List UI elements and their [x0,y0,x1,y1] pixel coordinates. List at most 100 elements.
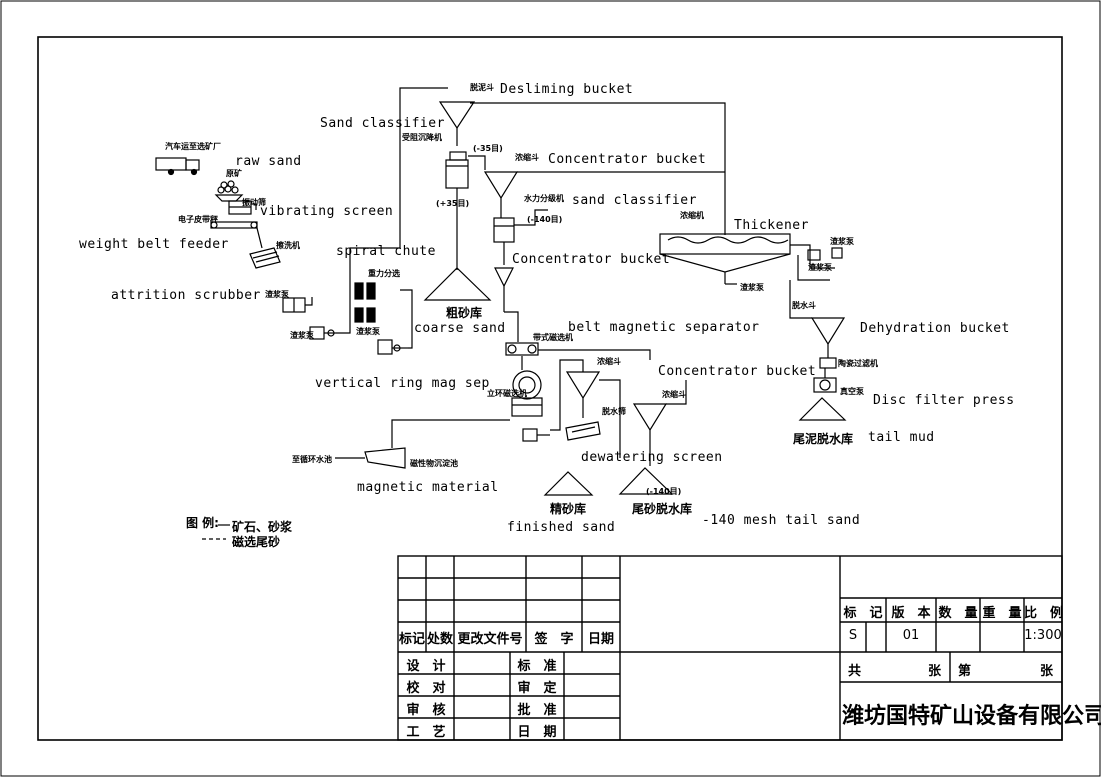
revision-header-sign: 签 字 [534,632,574,647]
flow-line [336,87,448,334]
tail-sand-pile-icon [618,467,674,495]
cn-label-thickener-box: 浓缩机 [680,211,704,220]
hydraulic-classifier-icon [493,217,515,265]
label-attrition-scrubber: attrition scrubber [111,288,261,303]
label-thickener: Thickener [734,218,809,233]
cn-label-pump-3: 渣浆泵 [808,263,832,272]
hindered-settler-icon [445,151,469,189]
gravity-tank-icon [282,297,313,313]
spec-header-quantity: 数 量 [938,606,978,621]
sheet-unit-2: 张 [1040,664,1054,679]
cn-label-minus140-b: (-140目) [646,487,682,496]
cn-label-concentrator-bucket: 浓缩斗 [515,153,539,162]
thickener-icon [659,233,791,284]
label-concentrator-bucket-3: Concentrator bucket [658,364,817,379]
revision-header-mark: 标记 [398,632,425,647]
cn-label-hydro-classifier: 水力分级机 [524,194,564,203]
vibrating-screen-icon [228,200,257,215]
label-disc-filter-press: Disc filter press [873,393,1015,408]
spec-header-scale: 比 例 [1024,606,1064,621]
revision-header-count: 处数 [426,632,453,647]
dehydration-bucket-icon [810,317,846,358]
cn-label-finished-sand-store: 精砂库 [550,502,587,516]
slurry-pump-2-icon [377,339,408,355]
label-concentrator-bucket-1: Concentrator bucket [548,152,707,167]
cn-label-minus35: (-35目) [473,144,503,153]
sheet-no-label: 第 [958,664,972,679]
cn-label-gravity-sep: 重力分选 [368,269,400,278]
cn-label-magnetic-pool: 磁性物沉淀池 [410,459,458,468]
label-dewatering-screen: dewatering screen [581,450,723,465]
concentrator-bucket-2-icon [494,267,514,312]
cn-label-belt-scale: 电子皮带秤 [178,215,218,224]
cn-label-slurry-pump-3: 渣浆泵 [356,327,380,336]
cn-label-tail-sand-store: 尾砂脱水库 [632,502,693,516]
coarse-sand-pile-icon [423,267,492,301]
cn-label-concentrator-bucket-3: 浓缩斗 [662,390,686,399]
spec-value-mark: S [848,628,858,643]
legend-solid-label: 矿石、砂浆 [232,520,293,534]
cn-label-concentrator-bucket-2: 浓缩斗 [597,357,621,366]
spec-value-scale: 1:300 [1024,628,1062,643]
legend-dashed-label: 磁选尾砂 [232,535,281,549]
role-approve-set: 审 定 [517,681,557,696]
legend-title: 图 例: [186,516,219,530]
cn-label-tail-mud-store: 尾泥脱水库 [793,432,854,446]
role-review: 审 核 [406,703,446,718]
label-spiral-chute: spiral chute [336,244,436,259]
cn-label-dewatering-screen: 脱水筛 [602,407,626,416]
company-name: 潍坊国特矿山设备有限公司 [842,704,1101,729]
label-weight-belt-feeder: weight belt feeder [79,237,229,252]
cn-label-minus140: (-140目) [527,215,563,224]
belt-scale-icon [210,221,258,229]
label-desliming-bucket: Desliming bucket [500,82,634,97]
cn-label-dehydration-bucket: 脱水斗 [792,301,816,310]
raw-ore-pile-icon [214,180,244,202]
role-check: 校 对 [406,681,446,696]
cn-label-belt-mag: 带式磁选机 [533,333,573,342]
role-design: 设 计 [406,659,446,674]
desliming-bucket-icon [438,101,476,146]
concentrator-bucket-4-icon [632,403,668,466]
dewatering-screen-icon [565,421,601,441]
cn-label-coarse-sand-store: 粗砂库 [446,306,483,320]
cn-label-recycle-pool: 至循环水池 [292,455,332,464]
label-raw-sand: raw sand [235,154,302,169]
concentrator-bucket-1-icon [483,171,519,218]
title-block [397,555,1063,741]
cn-label-ring-mag: 立环磁选机 [487,389,527,398]
truck-icon [155,157,200,176]
label-finished-sand: finished sand [507,520,616,535]
revision-header-doc: 更改文件号 [457,632,523,647]
control-box-icon [807,247,843,261]
cn-label-vibrating-screen: 振动筛 [242,198,266,207]
slurry-pump-3-icon [522,428,550,442]
label-magnetic-material: magnetic material [357,480,499,495]
spec-value-version: 01 [902,628,920,643]
label-belt-magnetic-separator: belt magnetic separator [568,320,760,335]
label-vibrating-screen: vibrating screen [260,204,394,219]
role-process: 工 艺 [406,725,446,740]
cn-label-pump-1: 渣浆泵 [740,283,764,292]
flow-line [400,289,413,349]
vertical-ring-magnetic-separator-icon [511,370,543,417]
cn-label-desliming-bucket: 脱泥斗 [470,83,494,92]
role-date: 日 期 [517,725,557,740]
slurry-pump-1-icon [309,326,336,340]
spec-header-mark: 标 记 [843,606,883,621]
label-tail-mud: tail mud [868,430,935,445]
cn-label-scrubber: 擦洗机 [276,241,300,250]
label-sand-classifier-top: Sand classifier [320,116,445,131]
spec-header-version: 版 本 [891,606,931,621]
cn-label-slurry-pump-2: 渣浆泵 [290,331,314,340]
finished-sand-pile-icon [543,471,594,496]
label-concentrator-bucket-2: Concentrator bucket [512,252,671,267]
cn-label-plus35: (+35目) [436,199,470,208]
cn-label-vacuum-pump: 真空泵 [840,387,864,396]
flow-line [470,102,726,235]
label-sand-classifier: sand classifier [572,193,697,208]
role-approve: 批 准 [517,703,557,718]
